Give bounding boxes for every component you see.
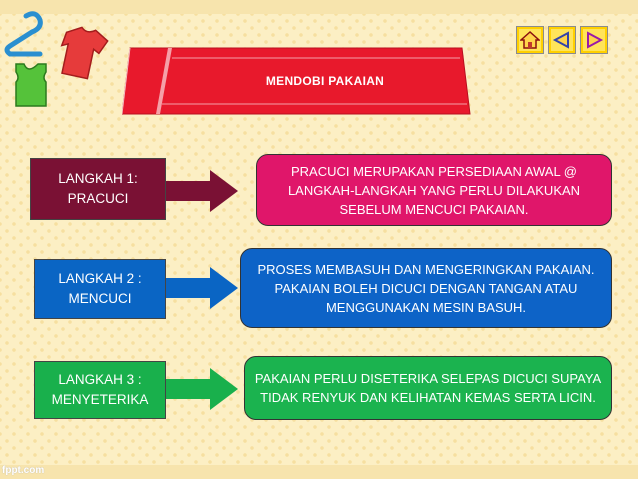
- clothes-icon: [4, 11, 109, 107]
- step-3-label: LANGKAH 3 : MENYETERIKA: [51, 372, 149, 407]
- title-banner: [122, 47, 471, 115]
- next-slide-button[interactable]: [580, 26, 608, 54]
- step-3-box: LANGKAH 3 : MENYETERIKA: [34, 361, 166, 419]
- previous-slide-button[interactable]: [548, 26, 576, 54]
- home-icon: [520, 30, 540, 49]
- step-1-label: LANGKAH 1: PRACUCI: [58, 171, 138, 206]
- bottom-stripe: [0, 465, 638, 479]
- navigation-bar: [516, 26, 608, 54]
- step-2-box: LANGKAH 2 : MENCUCI: [34, 259, 166, 319]
- step-1-description: PRACUCI MERUPAKAN PERSEDIAAN AWAL @ LANG…: [256, 154, 612, 226]
- step-1-box: LANGKAH 1: PRACUCI: [30, 158, 166, 220]
- arrow-right-icon: [166, 368, 238, 410]
- arrow-right-icon: [166, 170, 238, 212]
- footer-watermark: fppt.com: [2, 465, 45, 476]
- triangle-right-icon: [587, 31, 604, 49]
- triangle-left-icon: [552, 31, 569, 49]
- page-title: MENDOBI PAKAIAN: [265, 74, 385, 88]
- step-2-description: PROSES MEMBASUH DAN MENGERINGKAN PAKAIAN…: [240, 248, 612, 328]
- step-2-label: LANGKAH 2 : MENCUCI: [58, 271, 142, 306]
- top-stripe: [0, 0, 638, 14]
- home-button[interactable]: [516, 26, 544, 54]
- arrow-right-icon: [166, 267, 238, 309]
- step-3-description: PAKAIAN PERLU DISETERIKA SELEPAS DICUCI …: [244, 356, 612, 420]
